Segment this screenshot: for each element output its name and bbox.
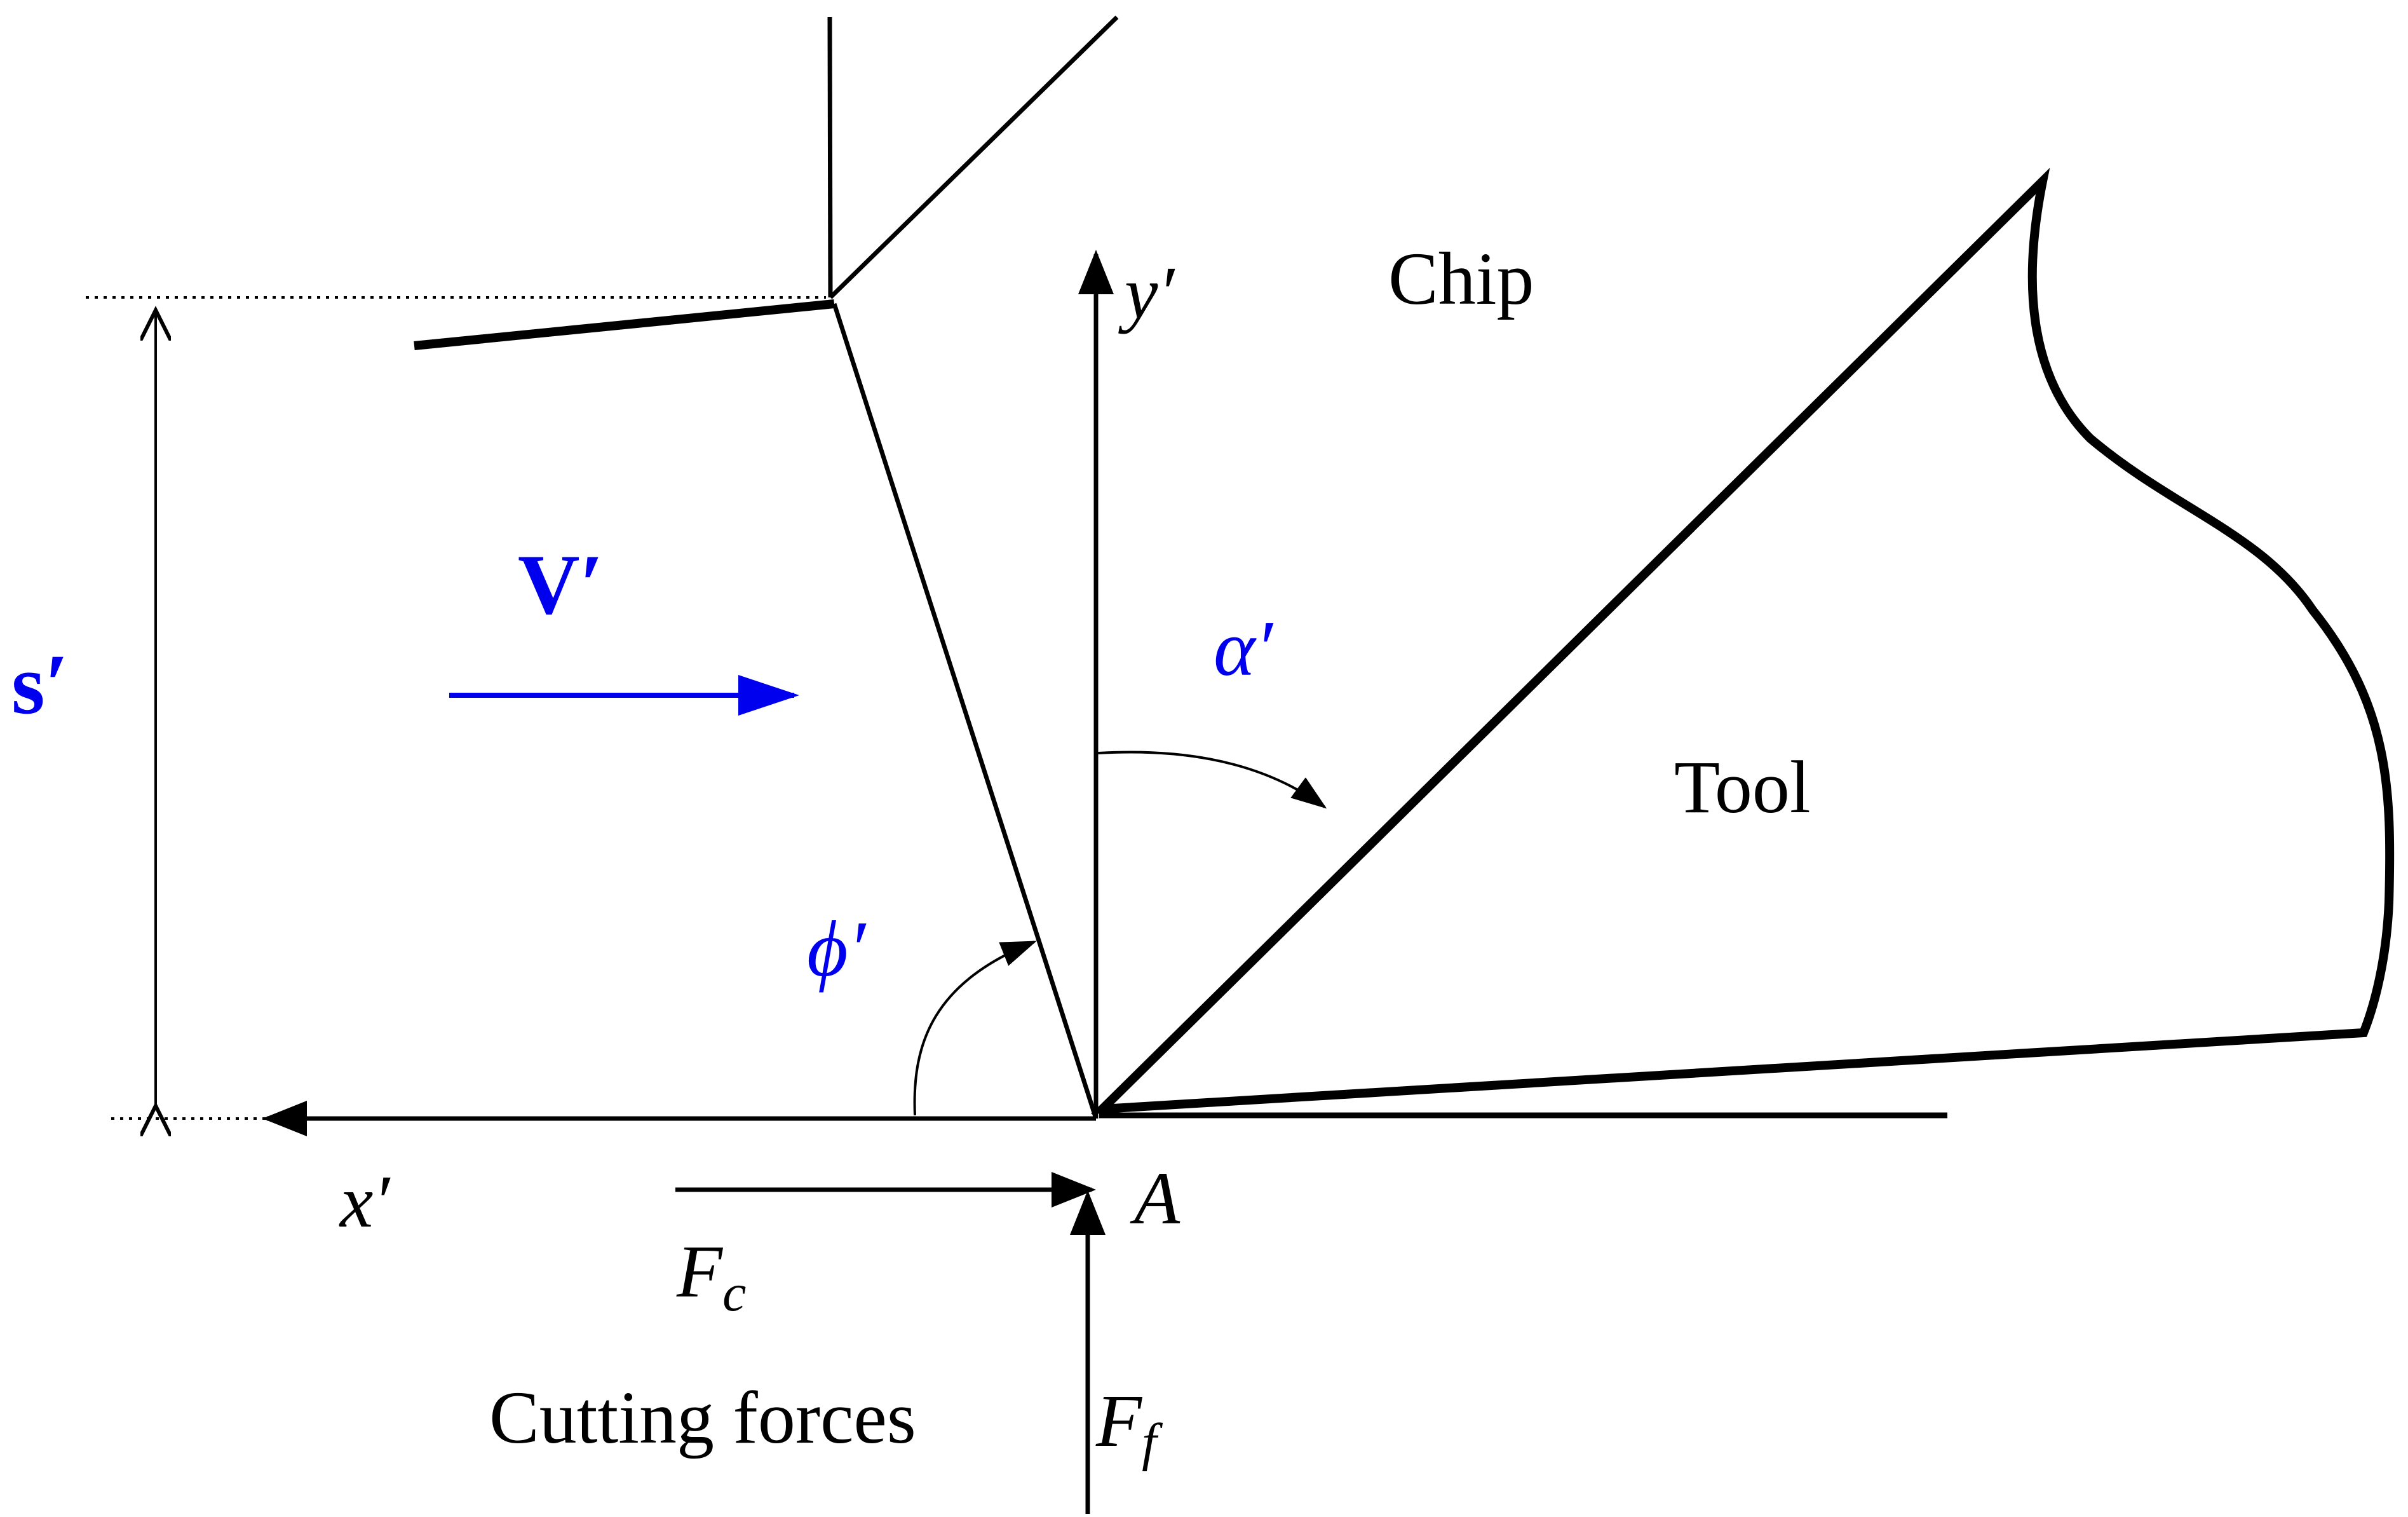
feed-force-symbol: F [1095, 1379, 1143, 1462]
shear-angle-arc [913, 941, 1037, 1116]
feed-force-label: Ff [1095, 1379, 1163, 1472]
tool-outline [1090, 167, 2395, 1115]
cutting-forces-caption: Cutting forces [489, 1376, 916, 1459]
velocity-label: V′ [518, 538, 604, 632]
chip-back-edge [829, 15, 1119, 299]
shear-plane-line [832, 303, 1099, 1120]
chip-label: Chip [1388, 237, 1534, 320]
rake-angle-label: α′ [1214, 605, 1274, 693]
shear-angle-label: ϕ′ [807, 906, 867, 993]
cutting-force-subscript: c [722, 1263, 746, 1323]
cutting-force-label: Fc [676, 1230, 746, 1323]
cutting-force-symbol: F [676, 1230, 724, 1313]
workpiece-top-surface [414, 299, 835, 350]
point-a-label: A [1130, 1157, 1180, 1240]
y-axis-label: y′ [1118, 251, 1175, 334]
thickness-label: s′ [11, 637, 69, 732]
x-axis-label: x′ [339, 1160, 391, 1243]
tool-label: Tool [1674, 745, 1811, 829]
rake-angle-arc [1097, 751, 1327, 809]
feed-force-subscript: f [1142, 1413, 1163, 1472]
